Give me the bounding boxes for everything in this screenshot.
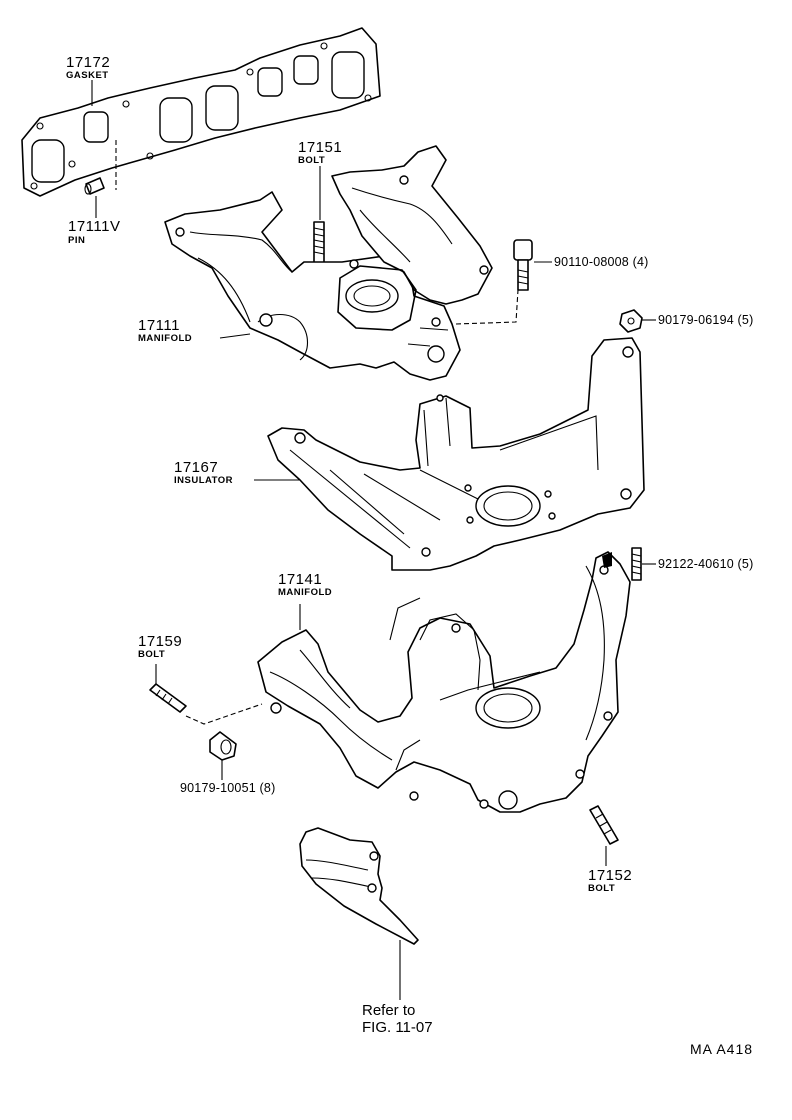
nut-90179-06194-part-label: 90179-06194 (5) xyxy=(658,313,754,327)
bolt-90110-08008 xyxy=(513,239,533,291)
pin-part-number: 17111V xyxy=(68,218,121,235)
manifold-17141 xyxy=(257,551,631,813)
manifold-17111 xyxy=(164,145,493,381)
nut-90179-06194 xyxy=(619,309,643,333)
stud-92122-40610 xyxy=(631,547,642,581)
gasket-part-number: 17172 xyxy=(66,54,111,71)
manifold-17111-part-number: 17111 xyxy=(138,317,180,334)
pin-part-name: PIN xyxy=(68,235,86,246)
nut-90179-10051-part-label: 90179-10051 (8) xyxy=(180,781,276,795)
manifold-17141-part-number: 17141 xyxy=(278,571,323,588)
reference-line-1: Refer to xyxy=(362,1002,416,1019)
bolt-17152-part-number: 17152 xyxy=(588,867,633,884)
gasket-17172 xyxy=(21,27,381,197)
insulator-part-name: INSULATOR xyxy=(174,475,234,486)
stud-92122-part-label: 92122-40610 (5) xyxy=(658,557,754,571)
bolt-17152-part-name: BOLT xyxy=(588,883,616,894)
manifold-17111-part-name: MANIFOLD xyxy=(138,333,193,344)
nut-90179-10051 xyxy=(209,731,237,761)
bolt-17159-part-number: 17159 xyxy=(138,633,183,650)
heat-shield xyxy=(299,827,419,945)
gasket-part-name: GASKET xyxy=(66,70,109,81)
reference-line-2: FIG. 11-07 xyxy=(362,1019,433,1036)
insulator-part-number: 17167 xyxy=(174,459,219,476)
bolt-17159-part-name: BOLT xyxy=(138,649,166,660)
pin-17111v xyxy=(84,177,105,195)
bolt-17152 xyxy=(589,805,619,845)
bolt-17159 xyxy=(149,683,187,713)
bolt-17151 xyxy=(313,221,325,267)
bolt-17151-part-name: BOLT xyxy=(298,155,326,166)
figure-code: MA A418 xyxy=(690,1041,754,1057)
insulator-17167 xyxy=(267,337,645,571)
manifold-17141-part-name: MANIFOLD xyxy=(278,587,333,598)
bolt-90110-part-label: 90110-08008 (4) xyxy=(554,255,649,269)
bolt-17151-part-number: 17151 xyxy=(298,139,343,156)
